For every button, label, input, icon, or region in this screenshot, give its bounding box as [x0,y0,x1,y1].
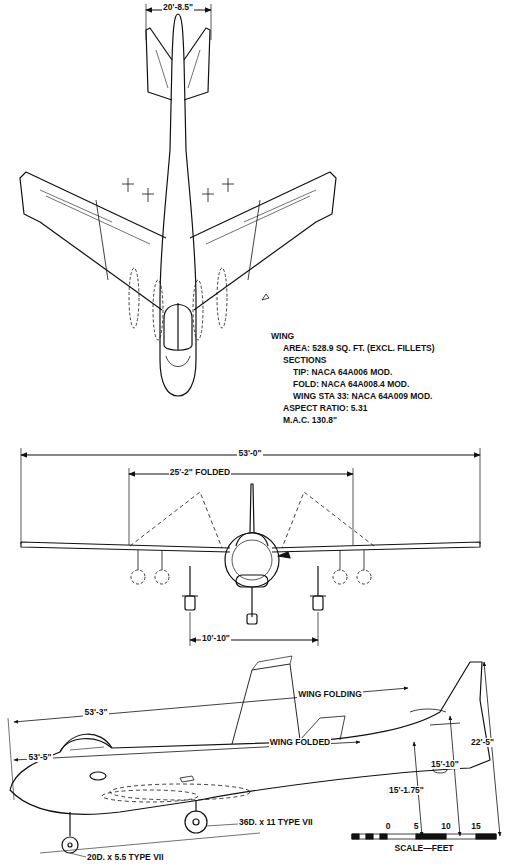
callout-text: WING FOLDED [269,738,331,747]
scale-number: 0 [385,822,392,831]
dimension-label: 53'-3" [83,708,108,717]
scale-number: 10 [440,822,451,831]
front-view [21,448,480,646]
spec-text: SECTIONS [282,356,327,365]
dimension-label: 15'-1.75" [388,786,425,795]
tire-size-label: 20D. x 5.5 TYPE VII [86,853,165,862]
spec-text: ASPECT RATIO: 5.31 [282,404,368,413]
spec-text: WING STA 33: NACA 64A009 MOD. [292,392,434,401]
dimension-label: 22'-5" [470,738,495,747]
tire-size-label: 36D. x 11 TYPE VII [238,818,314,827]
scale-number: 5 [413,822,420,831]
spec-text: M.A.C. 130.8" [282,416,338,425]
dimension-label: 20'-8.5" [162,3,194,12]
dimension-label: 25'-2" FOLDED [169,468,231,477]
dimension-label: 15'-10" [430,760,460,769]
dimension-label: 10'-10" [201,634,231,643]
scale-title: SCALE—FEET [393,844,454,853]
spec-text: FOLD: NACA 64A008.4 MOD. [292,380,410,389]
scale-number: 15 [470,822,481,831]
side-view [8,656,500,857]
callout-text: WING FOLDING [297,690,363,699]
spec-heading: WING [270,332,295,341]
spec-text: TIP: NACA 64A006 MOD. [292,368,393,377]
dimension-label: 53'-5" [27,753,52,762]
scale-bar [352,834,496,839]
plan-view [20,4,336,396]
spec-text: AREA: 528.9 SQ. FT. (EXCL. FILLETS) [282,344,436,353]
dimension-label: 53'-0" [237,449,262,458]
